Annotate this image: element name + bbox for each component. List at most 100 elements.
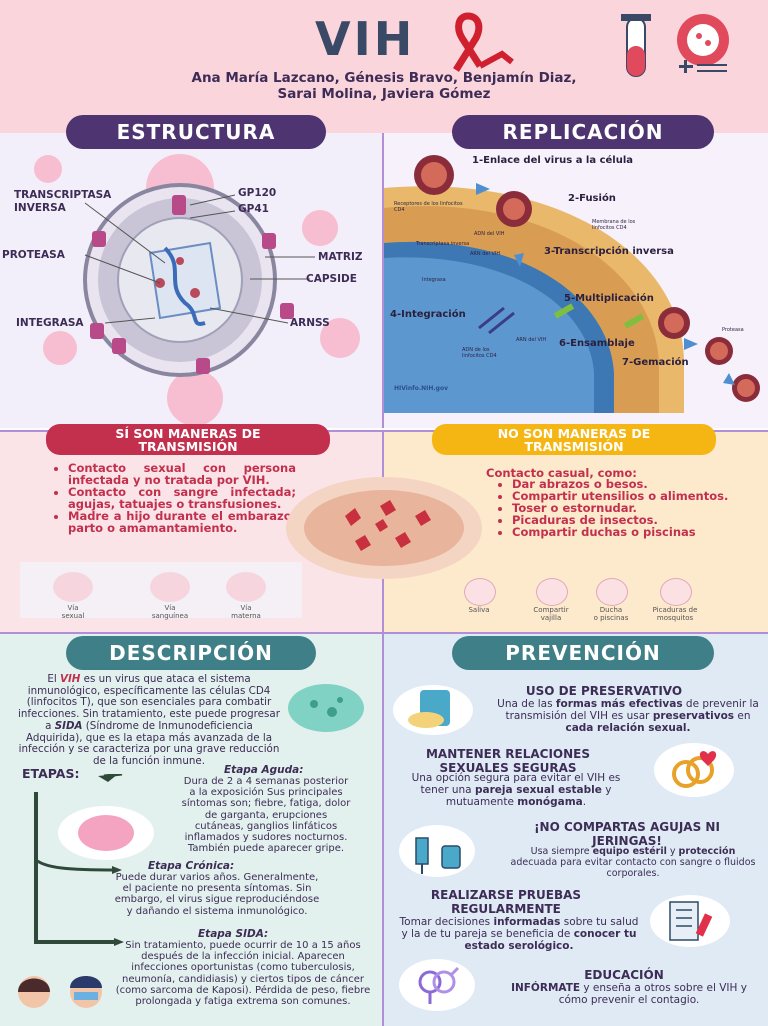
via-sanguinea-icon (150, 572, 190, 602)
small-label-arn-vih-2: ARN del VIH (516, 337, 547, 343)
list-item: Compartir duchas o piscinas (512, 526, 732, 538)
label-gp41: GP41 (238, 203, 269, 215)
gender-symbols-icon (399, 959, 475, 1011)
small-label-adn-linfocitos: ADN de los linfocitos CD4 (462, 347, 497, 359)
list-item: Toser o estornudar. (512, 502, 732, 514)
list-item: Dar abrazos o besos. (512, 478, 732, 490)
page-title: VIH (315, 12, 416, 66)
step-2: 2-Fusión (568, 193, 616, 204)
label-capside: CAPSIDE (306, 273, 357, 285)
sida-title: Etapa SIDA: (198, 928, 269, 940)
vajilla-icon (536, 578, 568, 606)
no-transmision-title: NO SON MANERAS DE TRANSMISIÓN (432, 424, 716, 455)
label-arnss: ARNSS (290, 317, 330, 329)
authors-line-1: Ana María Lazcano, Génesis Bravo, Benjam… (191, 70, 577, 86)
label-proteasa: PROTEASA (2, 249, 65, 261)
saliva-caption: Saliva (468, 606, 490, 614)
etapas-timeline (34, 774, 124, 946)
list-item: Contacto con sangre infectada; agujas, t… (68, 486, 296, 510)
si-title-line-1: SÍ SON MANERAS DE (115, 426, 261, 441)
no-transmision-list: Dar abrazos o besos. Compartir utensilio… (496, 478, 732, 538)
list-item: Madre a hijo durante el embarazo, parto … (68, 510, 296, 534)
via-sexual-icon (53, 572, 93, 602)
no-transmision-section: NO SON MANERAS DE TRANSMISIÓN Contacto c… (384, 424, 768, 632)
cronica-title: Etapa Crónica: (148, 860, 235, 872)
aguda-text: Dura de 2 a 4 semanas posterior a la exp… (181, 776, 351, 855)
via-materna-icon (226, 572, 266, 602)
header: VIH Ana María Lazcano, Génesis Bravo, Be… (0, 0, 768, 133)
rings-icon (654, 743, 734, 797)
label-matriz: MATRIZ (318, 251, 363, 263)
small-label-transcriptasa: Transcriptasa inversa (416, 241, 470, 247)
prevencion-section: PREVENCIÓN USO DE PRESERVATIVO Una de la… (384, 632, 768, 1026)
virus-structure-illustration (34, 154, 360, 426)
small-label-membrana: Membrana de los linfocitos CD4 (592, 219, 636, 231)
saliva-icon (464, 578, 496, 606)
aguda-title: Etapa Aguda: (224, 764, 304, 776)
test-tube-icon (621, 14, 729, 77)
list-item: Picaduras de insectos. (512, 514, 732, 526)
virus-green-icon (288, 684, 364, 732)
descripcion-section: DESCRIPCIÓN El VIH es un virus que ataca… (0, 632, 384, 1026)
small-label-proteasa: Proteasa (722, 327, 744, 333)
step-7: 7-Gemación (622, 357, 689, 368)
sida-text: Sin tratamiento, puede ocurrir de 10 a 1… (115, 940, 371, 1008)
preservativo-title: USO DE PRESERVATIVO (525, 684, 683, 698)
descripcion-paragraph: El VIH es un virus que ataca el sistema … (18, 673, 280, 767)
small-label-receptores: Receptores de los linfocitos CD4 (394, 201, 463, 213)
small-label-adn-vih: ADN del VIH (474, 231, 505, 237)
cronica-text: Puede durar varios años. Generalmente, e… (114, 872, 320, 917)
replicacion-title: REPLICACIÓN (452, 115, 714, 149)
step-4: 4-Integración (390, 309, 466, 320)
pruebas-text: Tomar decisiones informadas sobre tu sal… (399, 916, 639, 952)
estructura-section: ESTRUCTURA TRANSCRIPTASA INVERSA GP120 G… (0, 115, 384, 428)
authors-line-2: Sarai Molina, Javiera Gómez (277, 86, 491, 102)
label-transcriptasa: TRANSCRIPTASA (14, 189, 112, 201)
mosquito-icon (660, 578, 692, 606)
ribbon-icon (453, 12, 514, 72)
step-5: 5-Multiplicación (564, 293, 654, 304)
replication-illustration (384, 155, 760, 413)
hands-photo (286, 477, 482, 579)
label-gp120: GP120 (238, 187, 277, 199)
no-transmision-intro: Contacto casual, como: (486, 466, 637, 480)
educacion-title: EDUCACIÓN (584, 968, 664, 982)
small-label-integrasa: Integrasa (422, 277, 446, 283)
etapas-label: ETAPAS: (22, 766, 80, 781)
test-document-icon (650, 895, 730, 947)
syringe-icon (399, 825, 475, 877)
label-inversa: INVERSA (14, 202, 66, 214)
list-item: Contacto sexual con persona infectada y … (68, 462, 296, 486)
step-3: 3-Transcripción inversa (544, 246, 674, 257)
relaciones-text: Una opción segura para evitar el VIH es … (411, 772, 621, 808)
descripcion-title: DESCRIPCIÓN (66, 636, 316, 670)
replicacion-section: REPLICACIÓN 1-Enlace del virus a la célu… (384, 115, 768, 428)
step-1: 1-Enlace del virus a la célula (472, 155, 634, 166)
preservativo-text: Una de las formas más efectivas de preve… (497, 698, 759, 734)
hivinfo-logo: HIVinfo.NIH.gov (394, 385, 449, 392)
ducha-icon (596, 578, 628, 606)
educacion-text: INFÓRMATE y enseña a otros sobre el VIH … (511, 982, 747, 1006)
condom-icon (393, 685, 473, 735)
list-item: Compartir utensilios o alimentos. (512, 490, 732, 502)
sick-people-icon (18, 976, 102, 1008)
si-title-line-2: TRANSMISIÓN (138, 439, 238, 454)
no-title-line-2: TRANSMISIÓN (524, 439, 624, 454)
prevencion-title: PREVENCIÓN (452, 636, 714, 670)
step-6: 6-Ensamblaje (559, 338, 635, 349)
brain-icon (58, 806, 154, 860)
label-integrasa: INTEGRASA (16, 317, 84, 329)
si-transmision-section: SÍ SON MANERAS DE TRANSMISIÓN Contacto s… (0, 424, 384, 632)
no-title-line-1: NO SON MANERAS DE (497, 426, 651, 441)
si-transmision-list: Contacto sexual con persona infectada y … (52, 462, 296, 534)
estructura-title: ESTRUCTURA (66, 115, 326, 149)
